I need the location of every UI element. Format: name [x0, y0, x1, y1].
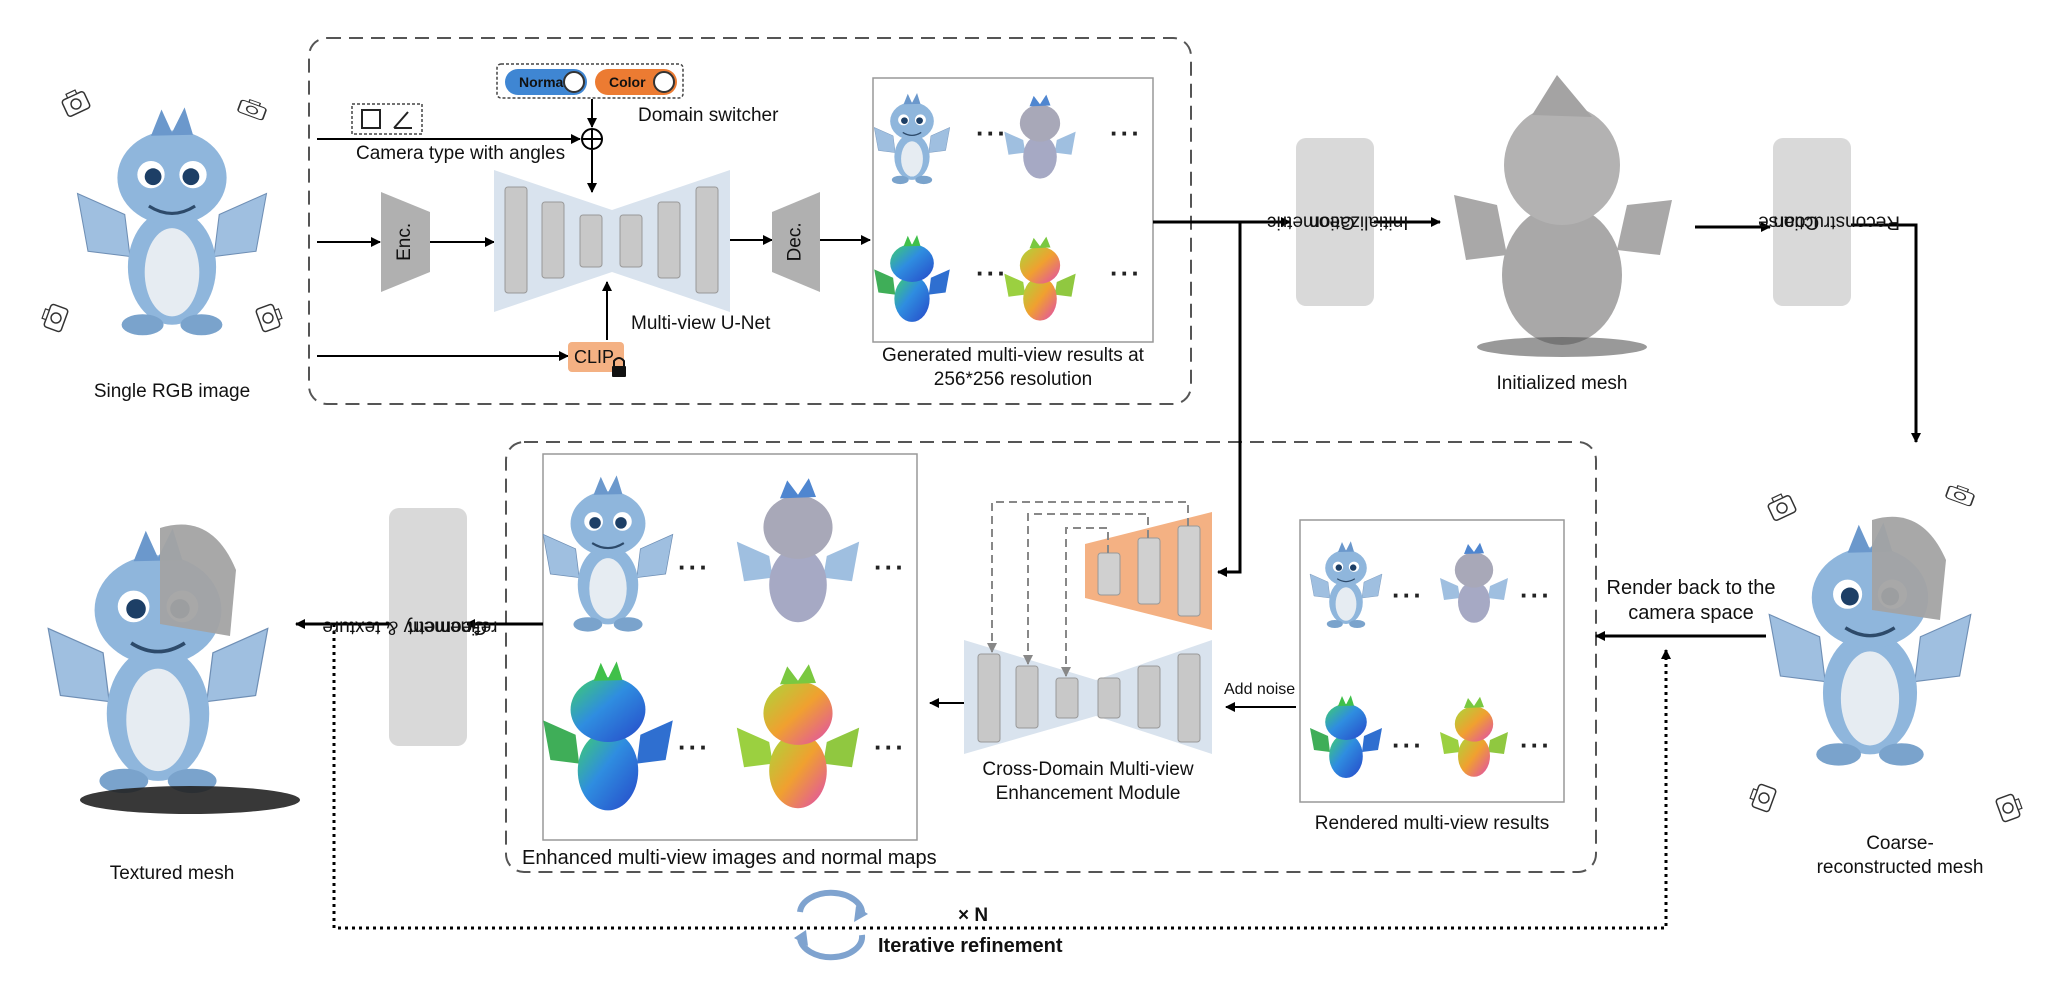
- camera-icon: [1994, 791, 2026, 824]
- unet-layer: [619, 214, 643, 268]
- toggle-color[interactable]: Color: [595, 69, 677, 95]
- enhance-layer: [1055, 677, 1079, 719]
- camera-icon: [1944, 482, 1977, 508]
- textured-mesh-label: Textured mesh: [109, 863, 235, 884]
- ellipsis: ···: [976, 258, 1008, 288]
- rendered-views-caption: Rendered multi-view results: [1314, 813, 1550, 834]
- enhance-layer: [1177, 653, 1201, 743]
- enhanced-views-caption: Enhanced multi-view images and normal ma…: [522, 847, 937, 869]
- ellipsis: ···: [1110, 118, 1142, 148]
- enhance-layer: [1137, 537, 1161, 605]
- enhance-layer: [1015, 665, 1039, 729]
- arrow: [1217, 222, 1242, 577]
- camera-icon: [58, 86, 92, 118]
- unet-label: Multi-view U-Net: [631, 313, 771, 334]
- unet-layer: [504, 186, 528, 294]
- skip-connection: [987, 501, 1189, 653]
- skip-connection: [1061, 527, 1109, 677]
- ellipsis: ···: [678, 732, 710, 762]
- camera-type-label: Camera type with angles: [356, 143, 566, 164]
- encoder-label: Enc.: [394, 222, 416, 262]
- encoder-block: [381, 192, 430, 292]
- toggle-normal[interactable]: Normal: [505, 69, 587, 95]
- unet-layer: [695, 186, 719, 294]
- decoder-label: Dec.: [785, 222, 807, 262]
- ellipsis: ···: [1392, 730, 1424, 760]
- camera-icon: [236, 96, 269, 122]
- initialized-mesh-model: [1454, 75, 1672, 357]
- textured-mesh-gray-patch: [160, 524, 236, 636]
- enhance-layer: [1177, 525, 1201, 617]
- ellipsis: ···: [1110, 258, 1142, 288]
- lock-icon: [612, 366, 626, 377]
- input-dragon-image: [75, 105, 269, 337]
- enhance-layer: [1097, 677, 1121, 719]
- enhance-layer: [1097, 552, 1121, 596]
- ellipsis: ···: [678, 552, 710, 582]
- enhance-layer: [977, 653, 1001, 743]
- enhance-layer: [1137, 665, 1161, 729]
- coarse-reconstruction-block: [1773, 138, 1851, 306]
- iterative-refinement-label: Iterative refinement: [878, 935, 1063, 957]
- camera-icon: [254, 301, 286, 334]
- initialized-mesh-label: Initialized mesh: [1496, 373, 1628, 394]
- toggle-color-label: Color: [609, 74, 646, 90]
- clip-label: CLIP: [574, 347, 615, 367]
- render-back-label: Render back to the camera space: [1606, 577, 1776, 624]
- generated-views-caption: Generated multi-view results at 256*256 …: [882, 345, 1144, 390]
- ellipsis: ···: [1520, 580, 1552, 610]
- focus-icon: [361, 109, 381, 129]
- refresh-icon: [794, 889, 868, 961]
- angle-icon: [393, 111, 412, 129]
- unet-layer: [657, 201, 681, 279]
- iteration-count-label: × N: [958, 905, 989, 926]
- geometric-initialization-block: [1296, 138, 1374, 306]
- ellipsis: ···: [976, 118, 1008, 148]
- unet-layer: [541, 201, 565, 279]
- unet-layer: [579, 214, 603, 268]
- clip-block: [568, 342, 624, 372]
- coarse-mesh-label: Coarse- reconstructed mesh: [1816, 833, 1984, 878]
- refinement-block: [389, 508, 467, 746]
- enhancement-module-label: Cross-Domain Multi-view Enhancement Modu…: [982, 759, 1194, 804]
- skip-connection: [1023, 513, 1149, 665]
- ellipsis: ···: [874, 732, 906, 762]
- ellipsis: ···: [1520, 730, 1552, 760]
- camera-icon: [1764, 490, 1798, 522]
- camera-icon: [38, 301, 70, 334]
- bottom-module-frame: [505, 441, 1597, 873]
- ellipsis: ···: [1392, 580, 1424, 610]
- input-image-label: Single RGB image: [93, 381, 251, 402]
- unet-block: [494, 170, 730, 312]
- coarse-mesh-gray-patch: [1872, 516, 1946, 620]
- domain-switcher-label: Domain switcher: [638, 105, 779, 126]
- lock-icon: [613, 357, 625, 366]
- enhance-unet-block: [964, 640, 1212, 754]
- toggle-normal-label: Normal: [519, 74, 568, 90]
- arrow: [1851, 223, 1921, 443]
- add-noise-label: Add noise: [1224, 681, 1296, 698]
- camera-icon: [1746, 781, 1778, 814]
- ellipsis: ···: [874, 552, 906, 582]
- decoder-block: [772, 192, 820, 292]
- textured-mesh-shadow: [80, 786, 300, 814]
